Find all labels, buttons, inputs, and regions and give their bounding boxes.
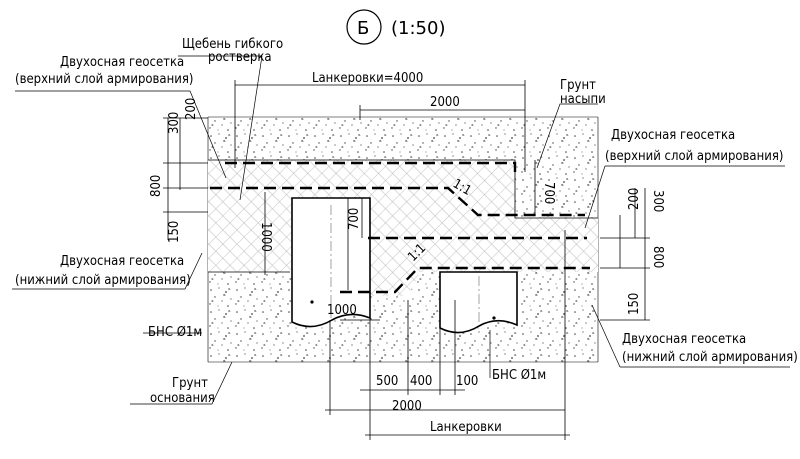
dim-800-right: 800 [650, 246, 665, 268]
section-marker [346, 9, 382, 45]
base-soil-2: основания [150, 391, 215, 406]
pile-right-label: БНС Ø1м [492, 368, 546, 383]
geo-upper-left-1: Двухосная геосетка [60, 55, 184, 70]
leaders [12, 55, 790, 405]
dim-200-right: 200 [627, 188, 642, 210]
dim-2000-top: 2000 [430, 95, 460, 110]
scale-label: (1:50) [391, 18, 445, 39]
dim-500: 500 [376, 374, 398, 389]
base-soil-1: Грунт [172, 376, 208, 391]
geo-lower-right-1: Двухосная геосетка [622, 332, 746, 347]
gravel-label-1: Щебень гибкого [182, 37, 283, 52]
geogrid-lower-2 [340, 266, 590, 294]
dim-150-left: 150 [167, 221, 182, 243]
geo-lower-left-1: Двухосная геосетка [60, 254, 184, 269]
geo-upper-right-2: (верхний слой армирования) [605, 149, 783, 164]
dim-150-right: 150 [627, 293, 642, 315]
dim-400: 400 [410, 374, 432, 389]
dim-100: 100 [456, 374, 478, 389]
pile-right [439, 271, 518, 334]
dim-anchor-bottom: Lанкеровки [430, 420, 502, 435]
geo-upper-left-2: (верхний слой армирования) [15, 72, 193, 87]
dim-700-mid: 700 [347, 208, 362, 230]
fill-soil-1: Грунт [560, 78, 596, 93]
geo-lower-left-2: (нижний слой армирования) [15, 273, 191, 288]
dimension-lines [163, 80, 650, 440]
dim-800-left: 800 [149, 175, 164, 197]
dim-300-right: 300 [650, 190, 665, 212]
geogrid-upper-2 [210, 186, 585, 217]
dim-300-left: 300 [167, 112, 182, 134]
geogrid-upper-1 [225, 161, 517, 172]
fill-soil-2: насыпи [560, 92, 606, 107]
dim-1000-mid: 1000 [258, 222, 273, 252]
section-letter: Б [357, 18, 369, 39]
geo-upper-right-1: Двухосная геосетка [611, 128, 735, 143]
geo-lower-right-2: (нижний слой армирования) [622, 350, 798, 365]
dim-200-left: 200 [184, 98, 199, 120]
dim-700-right: 700 [541, 182, 556, 204]
dim-anchor-top: Lанкеровки=4000 [312, 71, 423, 86]
dim-1000-bottom: 1000 [327, 303, 357, 318]
dim-2000-bottom: 2000 [392, 399, 422, 414]
geogrids [210, 161, 590, 294]
pile-left-label: БНС Ø1м [148, 325, 202, 340]
gravel-label-2: ростверка [208, 50, 272, 65]
